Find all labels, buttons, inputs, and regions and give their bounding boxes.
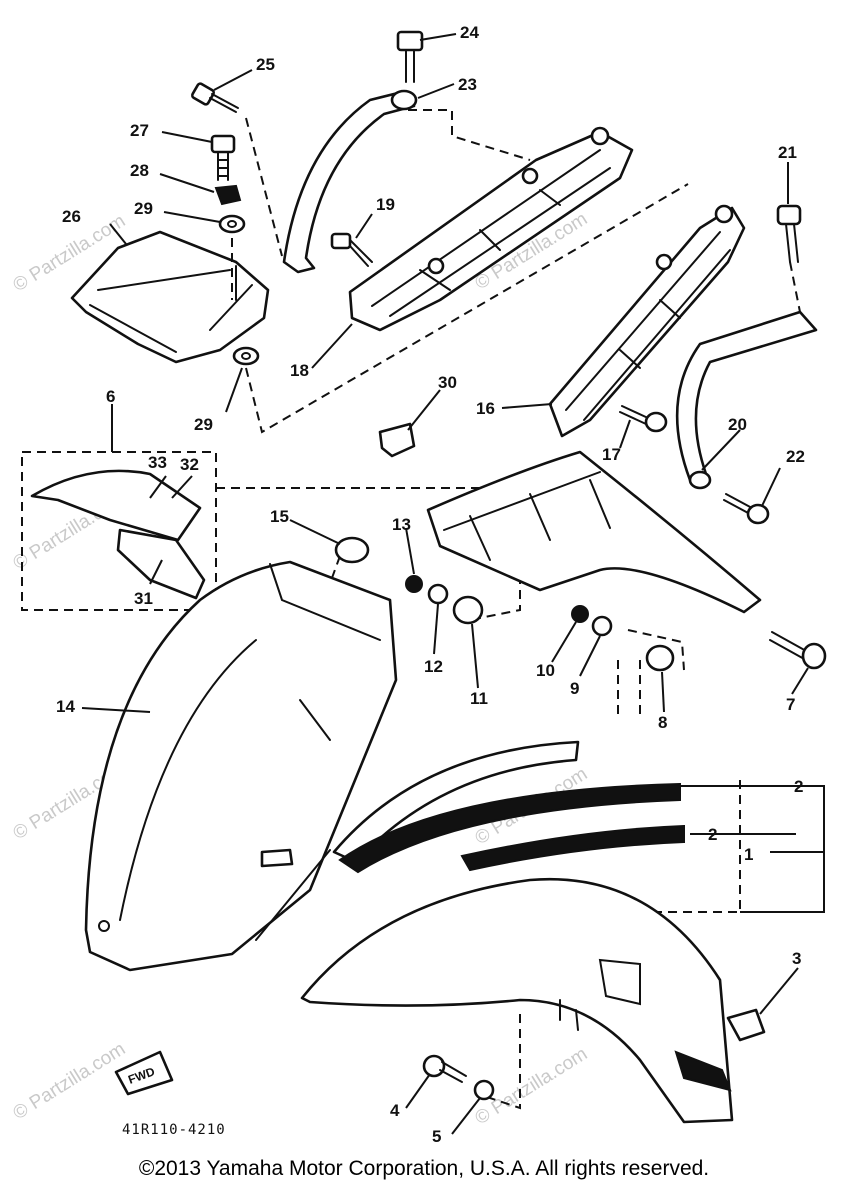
bolt-19 [330, 232, 373, 267]
callout-6: 6 [106, 387, 115, 406]
leader-lines [81, 33, 825, 1135]
washer-29-upper [218, 214, 246, 234]
callout-32: 32 [180, 455, 199, 474]
callout-4: 4 [390, 1101, 400, 1120]
callout-31: 31 [134, 589, 153, 608]
rear-fender-part-14 [84, 560, 398, 972]
callout-22: 22 [786, 447, 805, 466]
callout-29: 29 [134, 199, 153, 218]
callout-25: 25 [256, 55, 275, 74]
figure-code: 41R110-4210 [122, 1122, 226, 1138]
callout-30: 30 [438, 373, 457, 392]
nut-part-10 [571, 605, 589, 623]
washer-part-9 [591, 615, 613, 637]
bolt-17 [619, 405, 668, 433]
callout-11: 11 [470, 689, 488, 708]
callout-27: 27 [130, 121, 149, 140]
bolt-24 [396, 30, 424, 83]
watermark: © Partzilla.com [10, 1039, 130, 1125]
callout-1: 1 [744, 845, 753, 864]
callout-18: 18 [290, 361, 309, 380]
callout-7: 7 [786, 695, 795, 714]
clip-part-3 [726, 1008, 766, 1042]
copyright-notice: ©2013 Yamaha Motor Corporation, U.S.A. A… [138, 1157, 710, 1180]
callout-2: 2 [794, 777, 803, 796]
callout-9: 9 [570, 679, 579, 698]
callout-14: 14 [56, 697, 75, 716]
callout-13: 13 [392, 515, 411, 534]
callout-5: 5 [432, 1127, 441, 1146]
bolt-part-4 [422, 1054, 467, 1083]
grab-bar-left [282, 89, 418, 274]
washer-part-5 [473, 1079, 495, 1101]
bracket-part-18 [348, 126, 634, 332]
callout-33: 33 [148, 453, 167, 472]
callout-16: 16 [476, 399, 495, 418]
callout-21: 21 [778, 143, 797, 162]
callout-19: 19 [376, 195, 395, 214]
washer-29-lower [232, 346, 260, 366]
fwd-arrow-icon: FWD [114, 1050, 174, 1096]
nut-part-13 [405, 575, 423, 593]
collar-part-11 [452, 595, 484, 625]
collar-part-8 [645, 644, 675, 672]
callout-29: 29 [194, 415, 213, 434]
bolt-27 [210, 134, 236, 181]
callout-8: 8 [658, 713, 667, 732]
callout-20: 20 [728, 415, 747, 434]
callout-10: 10 [536, 661, 555, 680]
callout-17: 17 [602, 445, 621, 464]
bolt-part-7 [769, 631, 827, 670]
callout-26: 26 [62, 207, 81, 226]
callout-12: 12 [424, 657, 443, 676]
fender-brace [426, 450, 762, 614]
fender-trim-part-2 [332, 740, 685, 874]
nut-28 [214, 184, 242, 206]
grab-bar-part-20 [675, 310, 818, 490]
collar-part-15 [334, 536, 370, 564]
callout-labels: 1 2 2 3 4 5 6 7 8 9 10 11 12 13 14 15 16… [56, 23, 805, 1146]
callout-24: 24 [460, 23, 479, 42]
clip-part-30 [378, 422, 416, 458]
callout-23: 23 [458, 75, 477, 94]
front-fender-part-1 [300, 877, 734, 1124]
callout-2: 2 [708, 825, 717, 844]
callout-15: 15 [270, 507, 289, 526]
bolt-22 [723, 493, 770, 525]
cover-part-26 [70, 230, 270, 364]
washer-part-12 [427, 583, 449, 605]
bracket-part-16 [548, 204, 746, 438]
bolt-21 [776, 204, 802, 263]
bolt-25 [191, 82, 239, 113]
callout-28: 28 [130, 161, 149, 180]
callout-3: 3 [792, 949, 801, 968]
